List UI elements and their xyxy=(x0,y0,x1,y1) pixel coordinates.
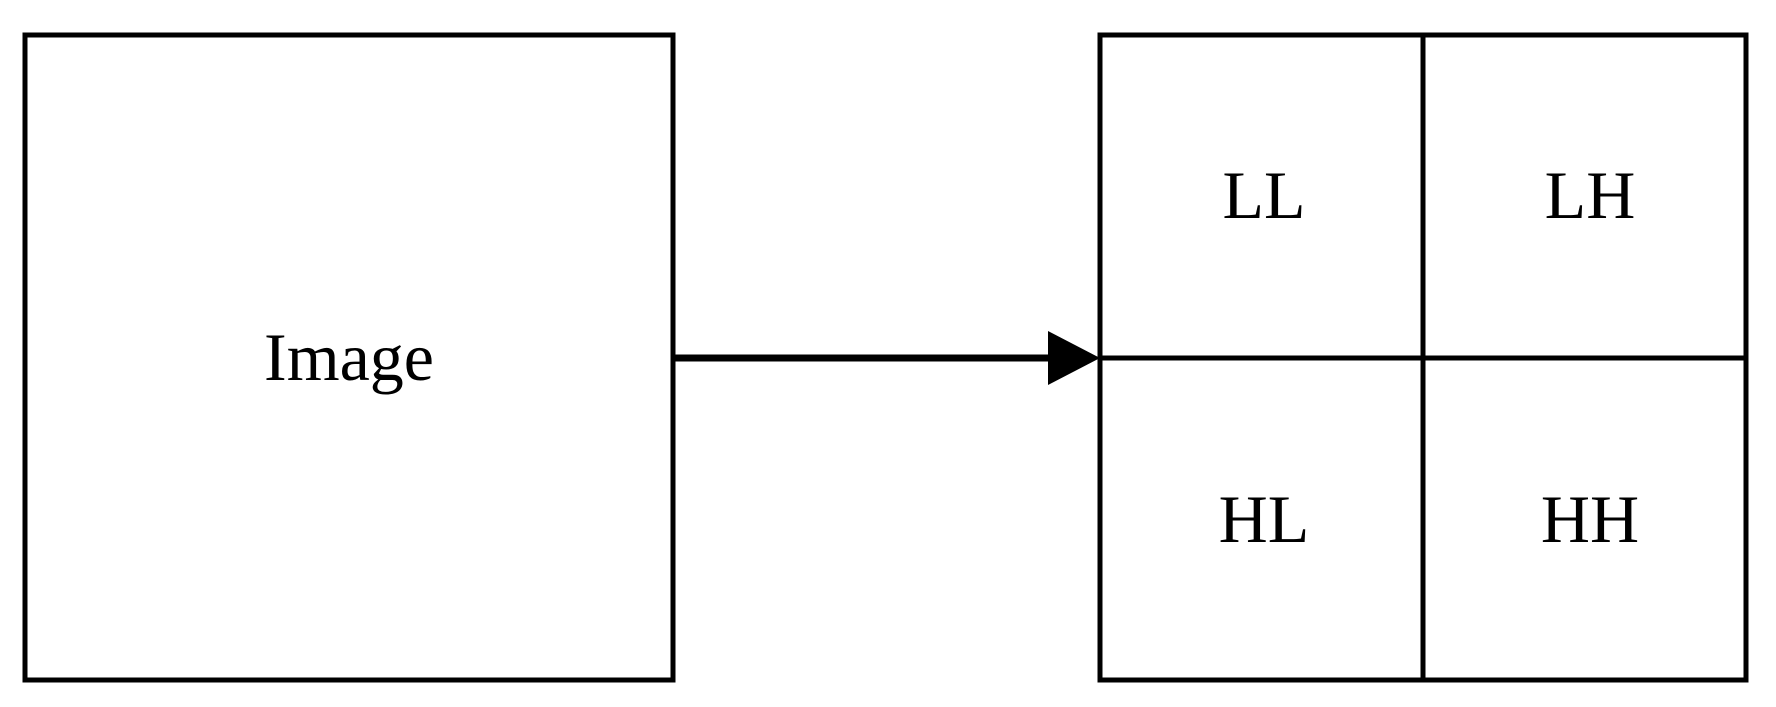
image-box xyxy=(22,32,676,683)
subband-hh-label: HH xyxy=(1541,481,1639,557)
image-label: Image xyxy=(264,319,434,395)
subband-ll-label: LL xyxy=(1222,157,1305,233)
subband-lh-label: LH xyxy=(1545,157,1636,233)
arrow-head xyxy=(1048,331,1100,385)
subband-hl-label: HL xyxy=(1219,481,1310,557)
